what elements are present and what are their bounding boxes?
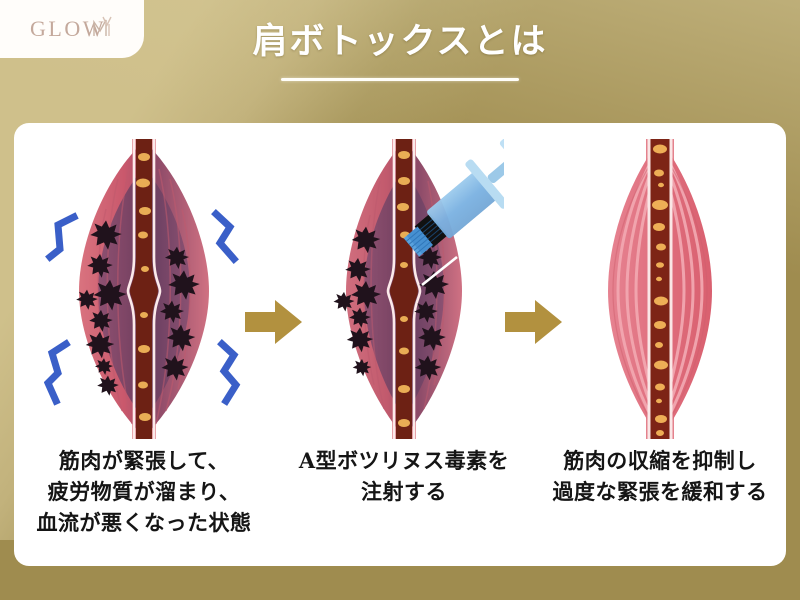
header: 肩ボトックスとは bbox=[0, 20, 800, 81]
caption-line: 血流が悪くなった状態 bbox=[36, 510, 252, 536]
right-arrow-icon bbox=[245, 300, 302, 344]
step-tense-muscle: 筋肉が緊張して、 疲労物質が溜まり、 血流が悪くなった状態 bbox=[14, 123, 274, 566]
m-monogram-icon bbox=[93, 16, 112, 36]
caption-line: 疲労物質が溜まり、 bbox=[47, 479, 241, 505]
brand-logo: GLOW bbox=[0, 0, 144, 58]
syringe-icon bbox=[403, 139, 504, 257]
step-relaxed-muscle: 筋肉の収縮を抑制し 過度な緊張を緩和する bbox=[534, 123, 786, 566]
caption-line: 筋肉の収縮を抑制し bbox=[563, 448, 757, 473]
caption-line: 注射する bbox=[361, 479, 447, 505]
muscle-with-syringe-injection-icon bbox=[304, 139, 504, 439]
content-card: 筋肉が緊張して、 疲労物質が溜まり、 血流が悪くなった状態 bbox=[14, 123, 786, 566]
title-underline bbox=[281, 77, 519, 81]
step-injection: A型ボツリヌス毒素を 注射する bbox=[274, 123, 534, 566]
step-caption: 筋肉の収縮を抑制し 過度な緊張を緩和する bbox=[534, 445, 786, 507]
caption-line: 過度な緊張を緩和する bbox=[552, 479, 768, 505]
caption-line: 筋肉が緊張して、 bbox=[58, 448, 230, 473]
logo-wordmark: GLOW bbox=[30, 16, 106, 41]
relaxed-muscle-icon bbox=[560, 139, 760, 439]
right-arrow-icon bbox=[505, 300, 562, 344]
tense-muscle-with-fatigue-substances-icon bbox=[44, 139, 244, 439]
steps-container: 筋肉が緊張して、 疲労物質が溜まり、 血流が悪くなった状態 bbox=[14, 123, 786, 566]
step-caption: A型ボツリヌス毒素を 注射する bbox=[274, 445, 534, 507]
step-caption: 筋肉が緊張して、 疲労物質が溜まり、 血流が悪くなった状態 bbox=[14, 445, 274, 538]
caption-line: A型ボツリヌス毒素を bbox=[298, 448, 510, 473]
page-title: 肩ボトックスとは bbox=[252, 21, 548, 62]
